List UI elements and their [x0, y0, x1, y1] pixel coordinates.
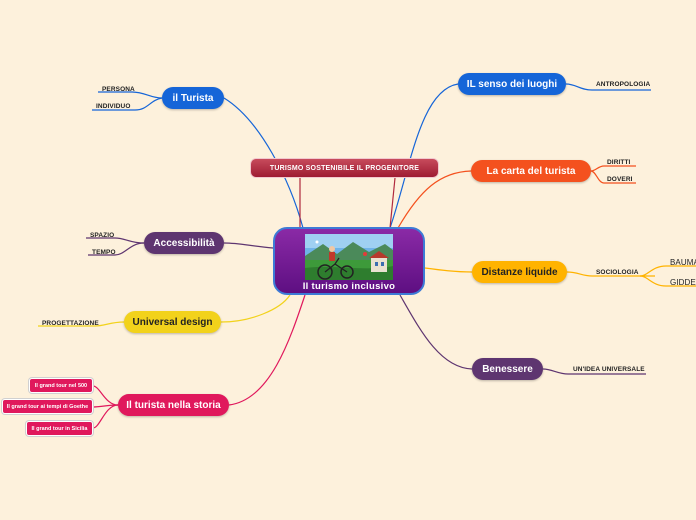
branch-turista-nella-storia[interactable]: Il turista nella storia [118, 394, 229, 416]
branch-senso-dei-luoghi[interactable]: IL senso dei luoghi [458, 73, 566, 95]
leaf-persona[interactable]: PERSONA [102, 86, 135, 93]
central-topic-title: Il turismo inclusivo [302, 281, 396, 292]
link-carta [397, 170, 472, 229]
banner-turismo-sostenibile[interactable]: TURISMO SOSTENIBILE IL PROGENITORE [250, 158, 439, 178]
central-topic[interactable]: Il turismo inclusivo [273, 227, 425, 295]
leaf-grand-tour-sicilia[interactable]: Il grand tour in Sicilia [26, 421, 93, 436]
leaf-individuo[interactable]: INDIVIDUO [96, 103, 131, 110]
link-senso [389, 83, 459, 229]
leaf-grand-tour-500[interactable]: Il grand tour nel 500 [29, 378, 93, 393]
wheelchair-cyclist-illustration [305, 234, 393, 280]
leaf-idea-universale[interactable]: UN'IDEA UNIVERSALE [573, 366, 645, 373]
leaf-bauma[interactable]: BAUMA [670, 258, 696, 267]
branch-benessere[interactable]: Benessere [472, 358, 543, 380]
link-banner-right [389, 177, 396, 229]
branch-universal-design[interactable]: Universal design [124, 311, 221, 333]
leaf-tempo[interactable]: TEMPO [92, 249, 116, 256]
branch-il-turista[interactable]: il Turista [162, 87, 224, 109]
leaf-gidden[interactable]: GIDDEN [670, 278, 696, 287]
branch-distanze-liquide[interactable]: Distanze liquide [472, 261, 567, 283]
link-universal [220, 294, 291, 323]
link-distanze [424, 267, 473, 273]
leaf-diritti[interactable]: DIRITTI [607, 159, 631, 166]
link-turista [223, 97, 304, 229]
link-storia [228, 294, 306, 406]
leaf-sociologia[interactable]: SOCIOLOGIA [596, 269, 639, 276]
link-accessibilita [223, 242, 274, 249]
branch-carta-del-turista[interactable]: La carta del turista [471, 160, 591, 182]
leaf-doveri[interactable]: DOVERI [607, 176, 633, 183]
leaf-progettazione[interactable]: PROGETTAZIONE [42, 320, 99, 327]
link-benessere [399, 294, 473, 370]
leaf-grand-tour-goethe[interactable]: Il grand tour ai tempi di Goethe [2, 399, 93, 414]
branch-accessibilita[interactable]: Accessibilità [144, 232, 224, 254]
leaf-spazio[interactable]: SPAZIO [90, 232, 115, 239]
leaf-antropologia[interactable]: ANTROPOLOGIA [596, 81, 651, 88]
